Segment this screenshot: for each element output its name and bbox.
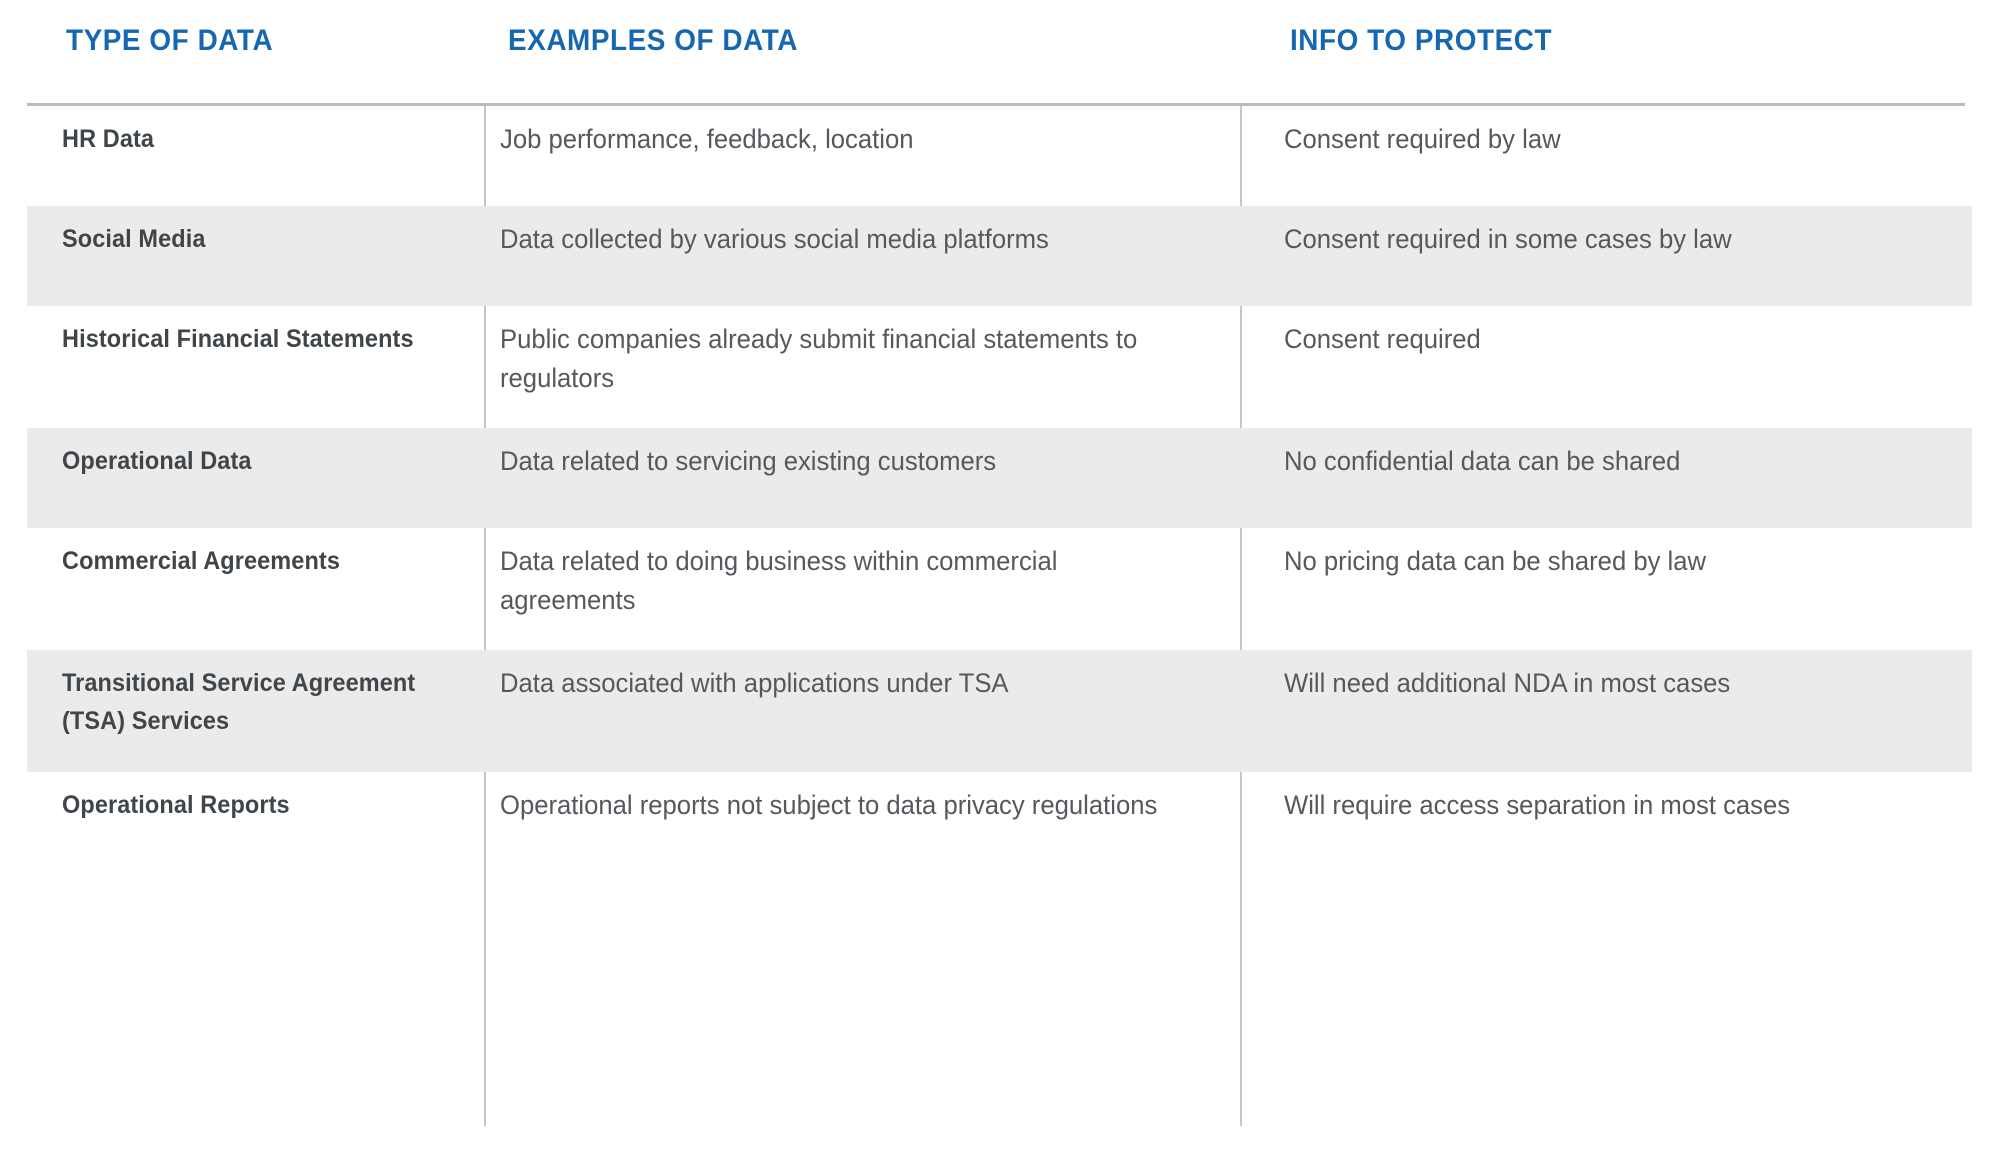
- table-row: Commercial Agreements Data related to do…: [0, 528, 2000, 650]
- cell-type-of-data: Commercial Agreements: [62, 547, 340, 575]
- table-row: Transitional Service Agreement (TSA) Ser…: [0, 650, 2000, 772]
- cell-examples-of-data: Public companies already submit financia…: [500, 324, 1138, 393]
- table-header-row: TYPE OF DATA EXAMPLES OF DATA INFO TO PR…: [0, 0, 2000, 103]
- cell-examples-of-data: Job performance, feedback, location: [500, 124, 914, 154]
- table-body: HR Data Job performance, feedback, locat…: [0, 106, 2000, 894]
- table-row: Social Media Data collected by various s…: [0, 206, 2000, 306]
- column-divider-2: [1240, 106, 1242, 1126]
- column-header-info-to-protect: INFO TO PROTECT: [1290, 24, 1553, 57]
- cell-type-of-data: Social Media: [62, 225, 206, 253]
- cell-examples-of-data: Operational reports not subject to data …: [500, 790, 1158, 820]
- table-row: Operational Reports Operational reports …: [0, 772, 2000, 894]
- cell-examples-of-data: Data related to servicing existing custo…: [500, 446, 997, 476]
- column-header-examples-of-data: EXAMPLES OF DATA: [508, 24, 799, 57]
- cell-examples-of-data: Data collected by various social media p…: [500, 224, 1049, 254]
- table-row: HR Data Job performance, feedback, locat…: [0, 106, 2000, 206]
- column-divider-1: [484, 106, 486, 1126]
- cell-info-to-protect: Will require access separation in most c…: [1284, 790, 1791, 820]
- cell-info-to-protect: Consent required: [1284, 324, 1481, 354]
- cell-info-to-protect: Consent required in some cases by law: [1284, 224, 1732, 254]
- cell-examples-of-data: Data associated with applications under …: [500, 668, 1009, 698]
- cell-type-of-data: Historical Financial Statements: [62, 325, 414, 353]
- cell-examples-of-data: Data related to doing business within co…: [500, 546, 1058, 615]
- cell-info-to-protect: Consent required by law: [1284, 124, 1561, 154]
- cell-type-of-data: Transitional Service Agreement (TSA) Ser…: [62, 669, 416, 735]
- cell-info-to-protect: No confidential data can be shared: [1284, 446, 1681, 476]
- cell-info-to-protect: No pricing data can be shared by law: [1284, 546, 1707, 576]
- header-divider-rule: [27, 103, 1965, 106]
- table-row: Historical Financial Statements Public c…: [0, 306, 2000, 428]
- cell-info-to-protect: Will need additional NDA in most cases: [1284, 668, 1731, 698]
- cell-type-of-data: HR Data: [62, 125, 155, 153]
- column-header-type-of-data: TYPE OF DATA: [66, 24, 274, 57]
- table-row: Operational Data Data related to servici…: [0, 428, 2000, 528]
- cell-type-of-data: Operational Data: [62, 447, 252, 475]
- cell-type-of-data: Operational Reports: [62, 791, 290, 819]
